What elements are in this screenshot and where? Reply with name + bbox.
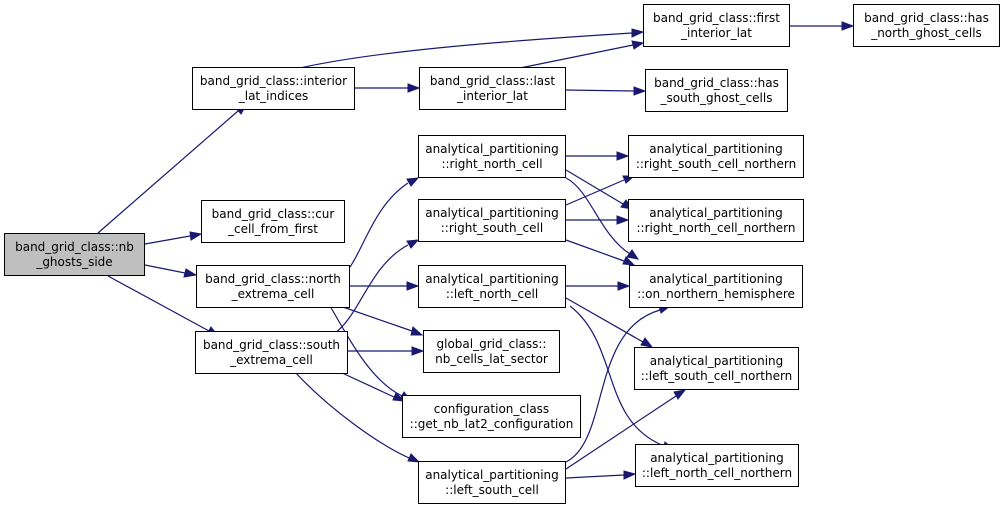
edge-interior-lat-first-interior	[299, 28, 645, 69]
node-left-north-cell[interactable]: analytical_partitioning ::left_north_cel…	[418, 265, 566, 308]
edge-left-south-left-south-northern	[565, 389, 687, 470]
edge-root-cur-cell	[144, 231, 203, 245]
edge-last-interior-first-interior	[519, 40, 645, 69]
edge-south-extrema-get-nb-lat2	[339, 371, 406, 402]
node-has-north-ghost-cells[interactable]: band_grid_class::has _north_ghost_cells	[853, 4, 1000, 47]
node-nb-cells-lat-sector[interactable]: global_grid_class:: nb_cells_lat_sector	[423, 330, 560, 373]
edge-south-extrema-right-south	[334, 239, 420, 334]
node-right-south-cell-northern[interactable]: analytical_partitioning ::right_south_ce…	[628, 135, 804, 178]
edge-last-interior-has-south	[564, 86, 647, 96]
edge-north-extrema-nb-cells	[339, 305, 424, 336]
edge-right-north-right-north-northern	[565, 169, 634, 210]
edge-right-south-right-north-northern	[566, 215, 630, 225]
edge-north-extrema-right-north	[349, 177, 420, 268]
edge-right-north-on-northern	[565, 177, 640, 260]
node-left-south-cell-northern[interactable]: analytical_partitioning ::left_south_cel…	[634, 347, 799, 390]
edge-interior-lat-last-interior	[355, 83, 421, 93]
node-first-interior-lat[interactable]: band_grid_class::first _interior_lat	[643, 4, 790, 47]
edge-first-interior-has-north	[790, 21, 855, 31]
edge-right-south-on-northern	[565, 239, 636, 266]
node-interior-lat-indices[interactable]: band_grid_class::interior _lat_indices	[192, 67, 355, 110]
edge-root-north-extrema	[144, 264, 198, 278]
node-left-north-cell-northern[interactable]: analytical_partitioning ::left_north_cel…	[635, 444, 799, 487]
edge-south-extrema-nb-cells	[346, 346, 425, 356]
node-south-extrema-cell[interactable]: band_grid_class::south _extrema_cell	[195, 331, 348, 374]
edge-right-north-right-south-northern	[566, 151, 630, 161]
node-on-northern-hemisphere[interactable]: analytical_partitioning ::on_northern_he…	[629, 265, 803, 308]
node-right-north-cell[interactable]: analytical_partitioning ::right_north_ce…	[418, 135, 566, 178]
node-cur-cell-from-first[interactable]: band_grid_class::cur _cell_from_first	[201, 200, 345, 243]
edge-left-north-on-northern	[566, 281, 631, 291]
node-right-south-cell[interactable]: analytical_partitioning ::right_south_ce…	[418, 199, 566, 242]
node-has-south-ghost-cells[interactable]: band_grid_class::has _south_ghost_cells	[645, 69, 788, 112]
node-nb-ghosts-side: band_grid_class::nb _ghosts_side	[4, 233, 145, 276]
node-right-north-cell-northern[interactable]: analytical_partitioning ::right_north_ce…	[628, 199, 804, 242]
node-north-extrema-cell[interactable]: band_grid_class::north _extrema_cell	[196, 265, 350, 308]
edge-south-extrema-left-south	[294, 371, 421, 463]
edge-right-south-right-south-northern	[565, 175, 636, 206]
edge-left-south-left-north-northern	[565, 470, 637, 480]
edge-left-north-left-south-northern	[565, 297, 654, 348]
edge-north-extrema-left-north	[350, 281, 420, 291]
node-get-nb-lat2-configuration[interactable]: configuration_class ::get_nb_lat2_config…	[402, 395, 581, 438]
node-left-south-cell[interactable]: analytical_partitioning ::left_south_cel…	[418, 461, 566, 504]
node-last-interior-lat[interactable]: band_grid_class::last _interior_lat	[419, 67, 566, 110]
